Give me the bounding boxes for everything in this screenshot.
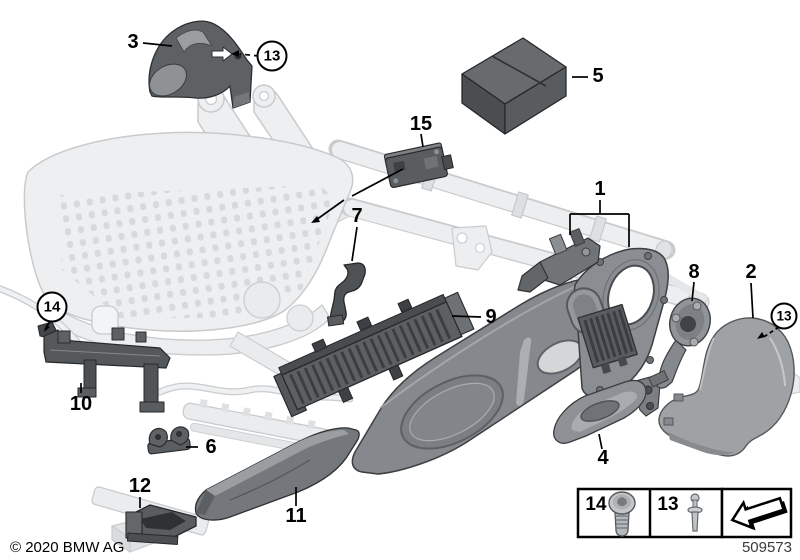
part-2-shape: [658, 317, 795, 457]
callout-7[interactable]: 7: [351, 205, 363, 227]
callout-1[interactable]: 1: [594, 178, 606, 200]
callout-12[interactable]: 12: [128, 475, 152, 497]
callout-3[interactable]: 3: [127, 31, 139, 53]
callout-15[interactable]: 15: [409, 113, 433, 135]
callout-14[interactable]: 14: [36, 291, 68, 323]
legend-label-14: 14: [585, 494, 607, 515]
callout-9[interactable]: 9: [485, 306, 497, 328]
part-9-shape: [273, 291, 475, 418]
legend-table: [576, 487, 793, 539]
part-1-switch-bracket-shape: [517, 228, 601, 293]
legend-label-13: 13: [657, 494, 679, 515]
copyright-notice: © 2020 BMW AG: [10, 539, 125, 556]
direction-of-travel-arrow-icon: [730, 496, 788, 531]
expansion-rivet-icon: [687, 493, 703, 532]
part-11-shape: [194, 427, 360, 521]
part-12-shape: [125, 504, 197, 545]
part-10-shape: [37, 321, 171, 413]
part-6-shape: [147, 426, 191, 455]
callout-11[interactable]: 11: [285, 505, 307, 527]
part-7-shape: [326, 262, 366, 327]
callout-6[interactable]: 6: [205, 436, 217, 458]
part-1-panel-shape: [351, 247, 669, 475]
part-8-shape: [648, 297, 711, 389]
callout-5[interactable]: 5: [592, 65, 604, 87]
callout-2[interactable]: 2: [745, 261, 757, 283]
callout-13-top[interactable]: 13: [256, 40, 288, 72]
leader-lines: [44, 42, 780, 508]
callout-4[interactable]: 4: [597, 447, 609, 469]
callout-8[interactable]: 8: [688, 261, 700, 283]
part-3-shape: [148, 20, 253, 109]
torx-screw-icon: [608, 491, 636, 537]
part-15-shape: [383, 142, 454, 189]
insert-direction-arrow-icon: [211, 46, 233, 62]
diagram-number: 509573: [741, 539, 792, 556]
part-5-shape: [461, 37, 567, 135]
leader-arrowheads: [44, 50, 765, 339]
callout-13-right[interactable]: 13: [770, 302, 798, 330]
callout-10[interactable]: 10: [69, 393, 93, 415]
